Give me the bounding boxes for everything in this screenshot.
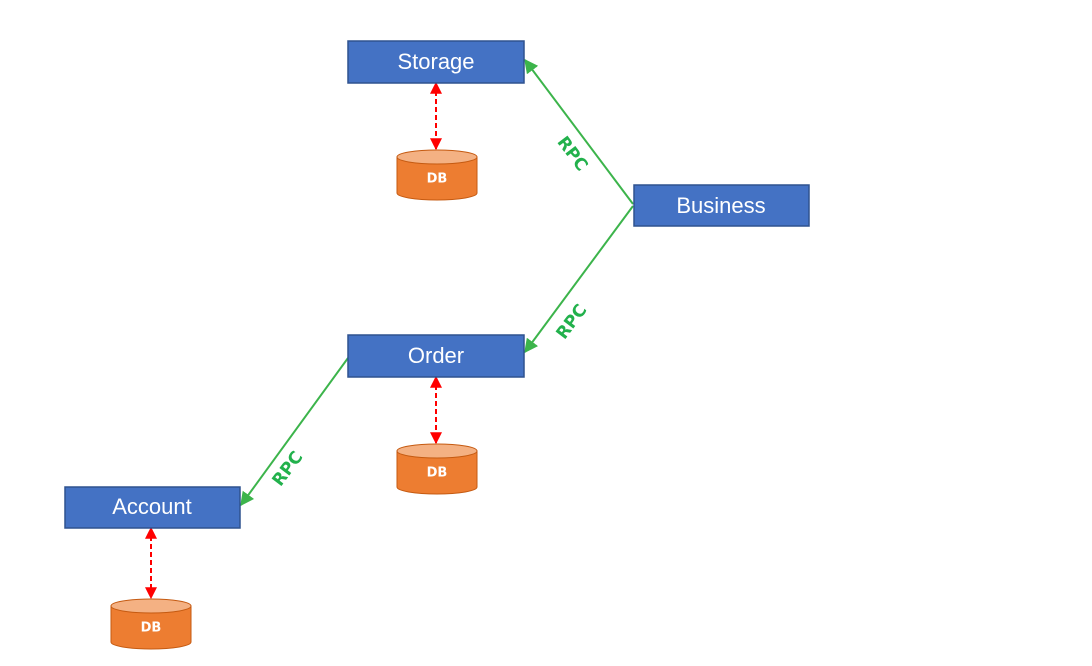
account-db-label: DB bbox=[141, 621, 162, 636]
rpc-label-order-account: RPC bbox=[269, 448, 308, 490]
order-db-label: DB bbox=[427, 466, 448, 481]
rpc-line-business-order bbox=[524, 205, 634, 354]
service-business-label: Business bbox=[676, 193, 765, 218]
service-account[interactable]: Account bbox=[64, 486, 241, 529]
account-db-icon: DB bbox=[110, 598, 192, 650]
service-account-label: Account bbox=[112, 494, 192, 519]
storage-db-icon: DB bbox=[396, 149, 478, 201]
service-order[interactable]: Order bbox=[347, 334, 525, 378]
service-storage[interactable]: Storage bbox=[347, 40, 525, 84]
order-db-icon: DB bbox=[396, 443, 478, 495]
rpc-line-business-storage bbox=[524, 58, 634, 205]
service-order-label: Order bbox=[408, 343, 464, 368]
service-business[interactable]: Business bbox=[633, 184, 810, 227]
service-storage-label: Storage bbox=[397, 49, 474, 74]
rpc-line-order-account bbox=[240, 357, 349, 507]
storage-db-label: DB bbox=[427, 172, 448, 187]
